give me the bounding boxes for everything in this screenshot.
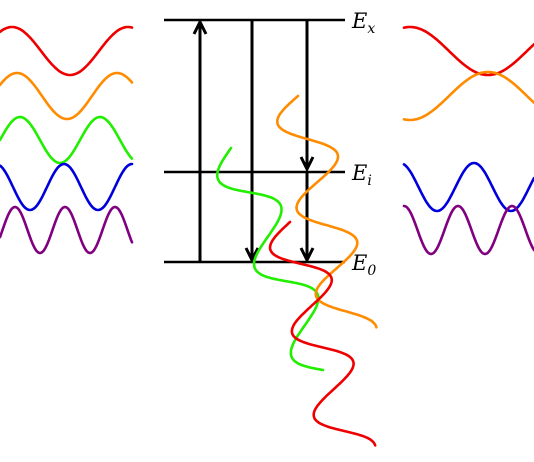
emission-arrow-to-ground [244,20,260,264]
left-wave-stack [0,25,134,255]
level-label-ex: Ex [351,9,375,37]
left-purple-wave [0,205,134,255]
right-blue-wave [402,161,534,213]
left-orange-wave [0,71,134,121]
absorption-arrow [192,18,208,262]
left-blue-wave [0,162,134,212]
right-red-wave [402,25,534,77]
right-wave-stack [402,25,534,256]
right-orange-wave [402,70,534,122]
left-green-wave [0,115,134,165]
level-label-e0: E0 [351,251,376,279]
relaxation-arrow-to-ground [299,172,315,264]
left-red-wave [0,25,134,77]
level-label-ei: Ei [351,161,372,189]
emission-arrow-to-intermediate [299,20,315,173]
right-purple-wave [402,204,534,256]
photon-wave-red [268,220,377,447]
